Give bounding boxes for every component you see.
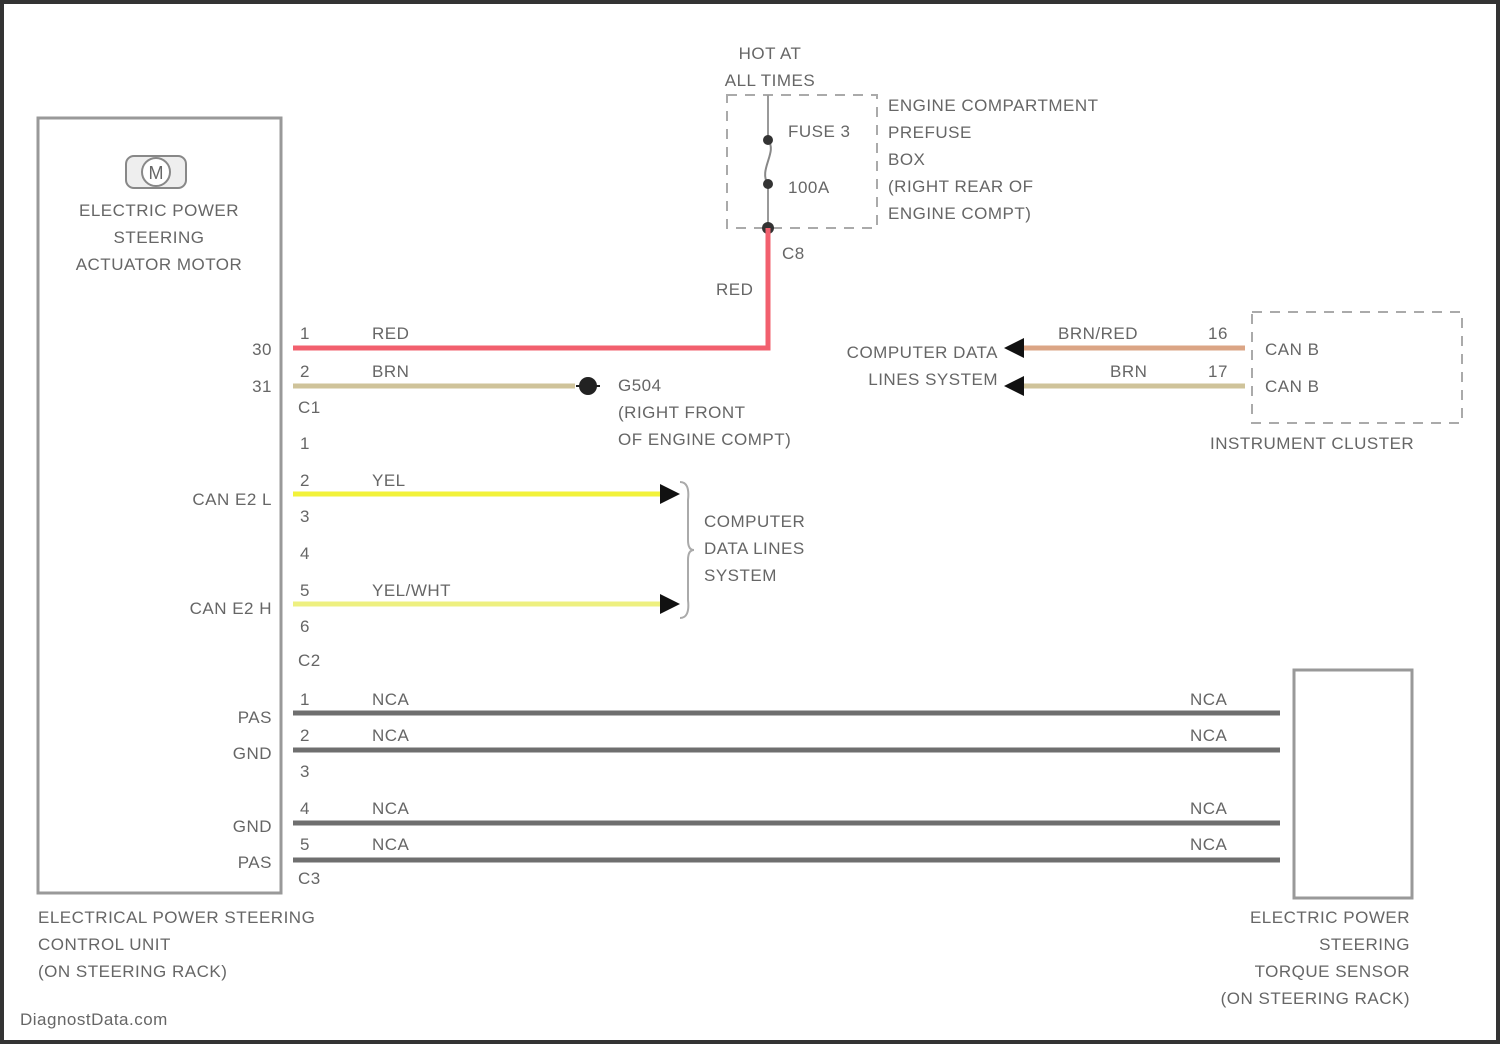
- c3-pin-3: 3: [300, 758, 310, 785]
- terminal-can-e2-l: CAN E2 L: [150, 486, 272, 513]
- cluster-terminal-can-b-2: CAN B: [1265, 373, 1319, 400]
- cluster-terminal-can-b-1: CAN B: [1265, 336, 1319, 363]
- wire-label-nca: NCA: [1190, 686, 1227, 713]
- c3-pin-4: 4: [300, 795, 310, 822]
- ground-name: G504: [618, 372, 662, 399]
- wire-label-nca: NCA: [372, 795, 409, 822]
- wire-label-yel: YEL: [372, 467, 406, 494]
- wire-label-red-vertical: RED: [716, 276, 753, 303]
- wire-label-nca: NCA: [1190, 795, 1227, 822]
- c3-pin-2: 2: [300, 722, 310, 749]
- motor-icon: M: [126, 156, 186, 188]
- wire-label-yel-wht: YEL/WHT: [372, 577, 451, 604]
- wire-label-brn-cluster: BRN: [1110, 358, 1147, 385]
- connector-c3: C3: [298, 865, 321, 892]
- wire-label-brn-red: BRN/RED: [1058, 320, 1138, 347]
- svg-text:M: M: [149, 163, 164, 183]
- arrow-left-icon: [1004, 376, 1024, 396]
- cluster-pin-17: 17: [1208, 358, 1228, 385]
- connector-c1: C1: [298, 394, 321, 421]
- connector-c2: C2: [298, 647, 321, 674]
- terminal-gnd-1: GND: [200, 740, 272, 767]
- control-unit-label: ELECTRICAL POWER STEERING CONTROL UNIT (…: [38, 904, 315, 985]
- wire-red[interactable]: [293, 228, 768, 348]
- terminal-30: 30: [200, 336, 272, 363]
- arrow-right-icon: [660, 484, 680, 504]
- torque-sensor-box: [1294, 670, 1412, 898]
- watermark: DiagnostData.com: [20, 1006, 168, 1033]
- wire-label-nca: NCA: [372, 686, 409, 713]
- motor-label: ELECTRIC POWER STEERING ACTUATOR MOTOR: [40, 197, 278, 278]
- c2-pin-4: 4: [300, 540, 310, 567]
- c1-pin-2: 2: [300, 358, 310, 385]
- cluster-pin-16: 16: [1208, 320, 1228, 347]
- bracket: [680, 482, 694, 618]
- torque-sensor-label: ELECTRIC POWER STEERING TORQUE SENSOR (O…: [1100, 904, 1410, 1012]
- fuse-box-outline: [727, 95, 877, 228]
- c3-pin-1: 1: [300, 686, 310, 713]
- wire-label-red: RED: [372, 320, 409, 347]
- fuse-icon: [765, 140, 771, 184]
- ground-location: (RIGHT FRONT OF ENGINE COMPT): [618, 399, 791, 453]
- wire-label-brn: BRN: [372, 358, 409, 385]
- arrow-left-icon: [1004, 338, 1024, 358]
- data-lines-label-1: COMPUTER DATA LINES SYSTEM: [780, 339, 998, 393]
- arrow-right-icon: [660, 594, 680, 614]
- c2-pin-2: 2: [300, 467, 310, 494]
- c2-pin-1: 1: [300, 430, 310, 457]
- terminal-gnd-2: GND: [200, 813, 272, 840]
- terminal-31: 31: [200, 373, 272, 400]
- c2-pin-6: 6: [300, 613, 310, 640]
- ground-icon: [576, 377, 600, 395]
- fuse-dot-top: [763, 135, 773, 145]
- c1-pin-1: 1: [300, 320, 310, 347]
- fuse-name: FUSE 3: [788, 118, 851, 145]
- fuse-box-label: ENGINE COMPARTMENT PREFUSE BOX (RIGHT RE…: [888, 92, 1099, 227]
- instrument-cluster-label: INSTRUMENT CLUSTER: [1210, 430, 1414, 457]
- wire-label-nca: NCA: [1190, 831, 1227, 858]
- instrument-cluster-outline: [1252, 312, 1462, 423]
- nca-wires: [293, 713, 1280, 860]
- wire-label-nca: NCA: [372, 831, 409, 858]
- c2-pin-3: 3: [300, 503, 310, 530]
- connector-c8: C8: [782, 240, 805, 267]
- fuse-dot-bottom: [763, 179, 773, 189]
- data-lines-label-2: COMPUTER DATA LINES SYSTEM: [704, 508, 805, 589]
- terminal-pas-1: PAS: [200, 704, 272, 731]
- terminal-can-e2-h: CAN E2 H: [150, 595, 272, 622]
- power-source-label: HOT AT ALL TIMES: [700, 40, 840, 94]
- wire-label-nca: NCA: [372, 722, 409, 749]
- c2-pin-5: 5: [300, 577, 310, 604]
- fuse-rating: 100A: [788, 174, 830, 201]
- wire-label-nca: NCA: [1190, 722, 1227, 749]
- c3-pin-5: 5: [300, 831, 310, 858]
- terminal-pas-2: PAS: [200, 849, 272, 876]
